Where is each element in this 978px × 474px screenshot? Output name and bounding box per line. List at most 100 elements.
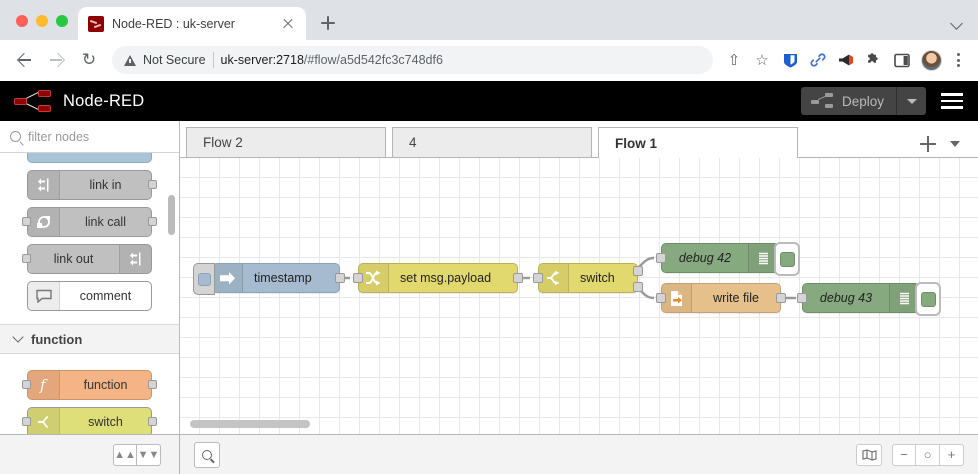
output-port[interactable] <box>148 380 157 389</box>
share-icon[interactable]: ⇧ <box>727 52 741 69</box>
output-port-1[interactable] <box>633 266 643 276</box>
hamburger-menu-icon[interactable] <box>926 93 978 109</box>
minimize-window-button[interactable] <box>36 15 48 27</box>
flow-tabbar: Flow 2 4 Flow 1 <box>180 121 978 158</box>
input-port[interactable] <box>533 273 543 283</box>
flow-node-debug-43[interactable]: debug 43 <box>797 282 941 316</box>
close-icon[interactable] <box>280 16 296 32</box>
palette-node-switch[interactable]: switch <box>22 407 157 434</box>
avatar[interactable] <box>921 49 942 71</box>
deploy-button[interactable]: Deploy <box>800 87 896 115</box>
chevron-down-icon[interactable] <box>950 16 964 30</box>
input-port[interactable] <box>22 254 31 263</box>
output-port[interactable] <box>148 217 157 226</box>
palette-footer: ▲▲ ▼▼ <box>0 435 180 474</box>
url-path: /#flow/a5d542fc3c748df6 <box>303 53 443 67</box>
output-port-2[interactable] <box>633 282 643 292</box>
maximize-window-button[interactable] <box>56 15 68 27</box>
input-port[interactable] <box>22 380 31 389</box>
palette-node-link-in[interactable]: link in <box>27 170 157 200</box>
flow-node-label: debug 42 <box>678 251 732 265</box>
browser-menu-button[interactable] <box>948 53 968 67</box>
megaphone-extension-icon[interactable] <box>833 47 859 73</box>
input-port[interactable] <box>353 273 363 283</box>
flow-node-switch[interactable]: switch <box>533 263 643 293</box>
canvas-horizontal-scrollbar[interactable] <box>190 420 310 428</box>
browser-tab[interactable]: Node-RED : uk-server <box>78 7 306 40</box>
search-icon <box>10 131 21 142</box>
palette-node-label: link call <box>85 215 126 229</box>
palette-node-label: function <box>83 378 128 392</box>
function-icon: f <box>28 371 60 399</box>
debug-lines-icon <box>889 284 919 312</box>
node-red-favicon <box>88 15 104 32</box>
palette-category-function[interactable]: function <box>0 324 179 354</box>
new-tab-button[interactable] <box>314 9 342 37</box>
flow-node-inject[interactable]: timestamp <box>193 263 345 295</box>
switch-icon <box>28 408 60 434</box>
deploy-nodes-icon <box>810 93 833 109</box>
back-button[interactable] <box>10 45 40 75</box>
palette-node-link-call[interactable]: link call <box>22 207 157 237</box>
output-port[interactable] <box>513 273 523 283</box>
input-port[interactable] <box>656 253 666 263</box>
input-port[interactable] <box>22 417 31 426</box>
palette-node-comment[interactable]: comment <box>27 281 152 311</box>
add-flow-button[interactable] <box>920 136 936 152</box>
palette-scrollbar[interactable] <box>168 195 175 235</box>
flow-tab-label: 4 <box>409 135 417 150</box>
inject-arrow-icon <box>213 264 243 292</box>
output-port[interactable] <box>148 417 157 426</box>
palette-node-function[interactable]: f function <box>22 370 157 400</box>
flow-node-write-file[interactable]: write file <box>656 283 786 313</box>
browser-toolbar: ↻ Not Secure uk-server:2718/#flow/a5d542… <box>0 40 978 81</box>
collapse-all-icon[interactable]: ▲▲ <box>113 443 137 466</box>
comment-icon <box>28 282 60 310</box>
close-window-button[interactable] <box>16 15 28 27</box>
flow-canvas[interactable]: timestamp set msg.payload <box>180 158 978 434</box>
input-port[interactable] <box>797 293 807 303</box>
shield-extension-icon[interactable] <box>777 47 803 73</box>
reload-icon[interactable]: ↻ <box>81 50 97 69</box>
input-port[interactable] <box>22 217 31 226</box>
palette-scroll-area[interactable]: link in link call link out <box>0 153 179 434</box>
expand-all-icon[interactable]: ▼▼ <box>137 443 161 466</box>
palette-node-label: link out <box>53 252 94 266</box>
flow-tab-flow-2[interactable]: Flow 2 <box>186 127 386 157</box>
link-extension-icon[interactable] <box>805 47 831 73</box>
output-port[interactable] <box>148 180 157 189</box>
inject-trigger-button[interactable] <box>193 263 215 295</box>
app-title: Node-RED <box>63 91 145 110</box>
filter-nodes-input[interactable]: filter nodes <box>0 121 179 153</box>
navigator-map-button[interactable] <box>856 443 882 466</box>
side-panel-icon[interactable] <box>889 47 915 73</box>
forward-button[interactable] <box>42 45 72 75</box>
puzzle-extensions-icon[interactable] <box>861 47 887 73</box>
deploy-options-button[interactable] <box>896 87 926 115</box>
output-port[interactable] <box>335 273 345 283</box>
security-status-label: Not Secure <box>143 53 206 67</box>
flow-node-change[interactable]: set msg.payload <box>353 263 523 293</box>
status-bar: ▲▲ ▼▼ − ○ + <box>0 434 978 474</box>
search-flows-button[interactable] <box>194 441 220 468</box>
debug-toggle-button[interactable] <box>915 282 941 316</box>
palette-node-partial[interactable] <box>27 153 152 163</box>
output-port[interactable] <box>776 293 786 303</box>
address-bar[interactable]: Not Secure uk-server:2718/#flow/a5d542fc… <box>112 46 713 74</box>
debug-toggle-button[interactable] <box>774 242 800 276</box>
browser-tab-title: Node-RED : uk-server <box>112 16 235 31</box>
flow-tab-4[interactable]: 4 <box>392 127 592 157</box>
zoom-reset-button[interactable]: ○ <box>916 443 940 466</box>
flow-menu-button[interactable] <box>950 141 960 147</box>
input-port[interactable] <box>656 293 666 303</box>
palette-node-link-out[interactable]: link out <box>22 244 152 274</box>
zoom-out-button[interactable]: − <box>892 443 916 466</box>
zoom-controls: − ○ + <box>892 443 964 466</box>
bookmark-star-icon[interactable]: ☆ <box>755 52 769 69</box>
zoom-in-button[interactable]: + <box>940 443 964 466</box>
flow-tab-flow-1[interactable]: Flow 1 <box>598 127 798 158</box>
divider <box>212 52 214 68</box>
flow-node-debug-42[interactable]: debug 42 <box>656 242 800 276</box>
url-text: uk-server:2718/#flow/a5d542fc3c748df6 <box>221 53 443 67</box>
